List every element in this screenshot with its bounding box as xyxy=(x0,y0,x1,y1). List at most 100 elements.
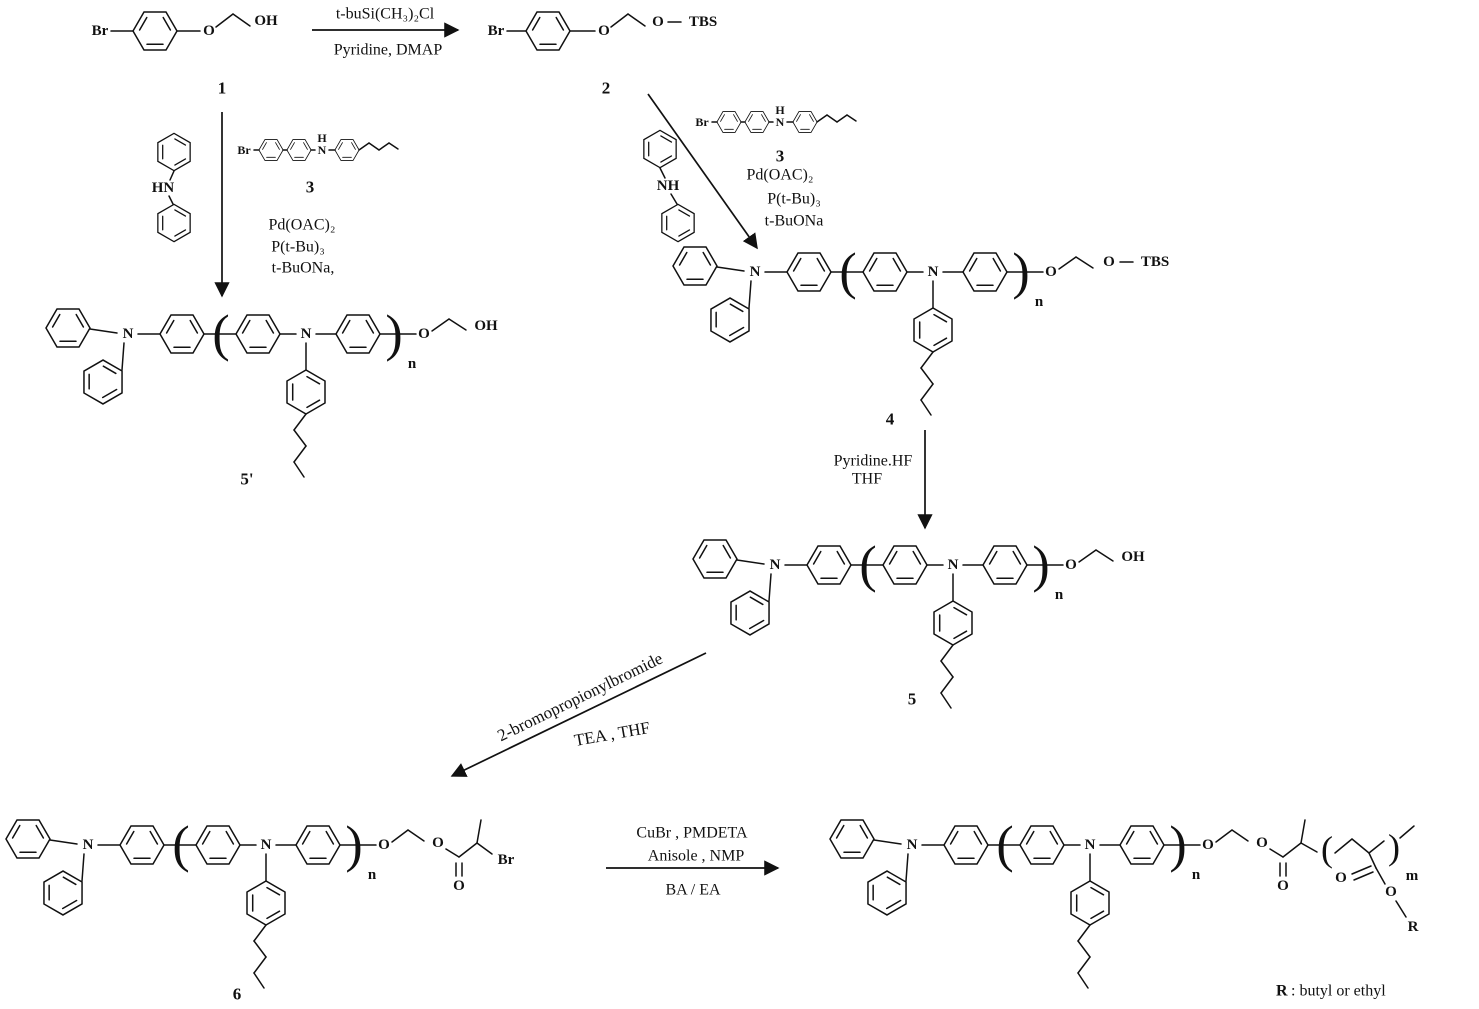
n1-label: N xyxy=(123,326,134,342)
silyl-o-label: O xyxy=(1103,254,1115,270)
atrp-monomer: BA / EA xyxy=(665,882,721,899)
open-paren: ( xyxy=(996,817,1013,874)
ester-o-label: O xyxy=(432,835,444,851)
repeat-m-subscript: m xyxy=(1406,868,1419,884)
close-paren: ) xyxy=(1012,244,1029,301)
compound-1-structure: Br O OH 1 xyxy=(92,11,278,98)
amination-left-conditions: Pd(OAC)₂ P(t-Bu)₃ t-BuONa, xyxy=(269,217,336,277)
close-paren: ) xyxy=(345,817,362,874)
ether-o-label: O xyxy=(203,23,215,39)
product-6-structure: N N ( ) n O O O Br 6 xyxy=(6,817,515,1004)
open-paren: ( xyxy=(212,306,229,363)
benzene-ring xyxy=(744,111,770,133)
tbs-label: TBS xyxy=(689,14,717,30)
ester-o-label: O xyxy=(1256,835,1268,851)
benzene-ring xyxy=(643,129,677,169)
compound-3-number: 3 xyxy=(306,178,315,197)
ether-o-label: O xyxy=(378,837,390,853)
compound-5-number: 5 xyxy=(908,690,917,709)
benzene-ring xyxy=(792,111,818,133)
n1-label: N xyxy=(750,264,761,280)
base-label: t-BuONa, xyxy=(272,260,335,277)
r-definition-text: : butyl or ethyl xyxy=(1291,983,1386,1000)
repeat-n-subscript: n xyxy=(1192,867,1201,883)
product-5-structure: N N ( ) n O OH 5 xyxy=(693,537,1145,709)
arrow-acylation: 2-bromopropionylbromide TEA , THF xyxy=(450,649,707,777)
compound-6-number: 6 xyxy=(233,985,242,1004)
pendant-ester-o-label: O xyxy=(1385,884,1397,900)
polymer-backbone xyxy=(693,540,1063,708)
repeat-n-subscript: n xyxy=(1035,294,1044,310)
h-label: H xyxy=(317,131,327,145)
n2-label: N xyxy=(948,557,959,573)
r-group-label: R xyxy=(1408,919,1419,935)
product-5prime-structure: N N ( ) n O OH 5' xyxy=(46,306,498,489)
benzene-ring xyxy=(716,111,742,133)
br-label: Br xyxy=(695,115,709,129)
nh-label: NH xyxy=(657,178,680,194)
hn-label: HN xyxy=(152,180,175,196)
open-paren: ( xyxy=(859,537,876,594)
close-paren: ) xyxy=(385,306,402,363)
polymer-backbone xyxy=(6,820,376,988)
h-label: H xyxy=(775,103,785,117)
compound-3-right-structure: Br N H 3 xyxy=(695,103,857,166)
pd-catalyst-label: Pd(OAC)₂ xyxy=(747,167,814,184)
n1-label: N xyxy=(83,837,94,853)
n1-label: N xyxy=(907,837,918,853)
br-label: Br xyxy=(237,143,251,157)
compound-3-number: 3 xyxy=(776,147,785,166)
benzene-ring xyxy=(286,139,312,161)
benzene-ring xyxy=(661,203,695,243)
open-paren: ( xyxy=(172,817,189,874)
diphenylamine-left: HN xyxy=(152,132,191,243)
deprotection-reagent: Pyridine.HF xyxy=(834,453,913,470)
n2-label: N xyxy=(301,326,312,342)
ether-o-label: O xyxy=(598,23,610,39)
r-symbol: R xyxy=(1276,983,1288,1000)
tbs-label: TBS xyxy=(1141,254,1169,270)
ether-o-label: O xyxy=(418,326,430,342)
atrp-solvent: Anisole , NMP xyxy=(648,848,745,865)
n-label: N xyxy=(318,143,327,157)
carbonyl-o-label: O xyxy=(1277,878,1289,894)
compound-3-left-structure: Br N H 3 xyxy=(237,131,399,197)
oh-label: OH xyxy=(254,13,278,29)
arrow-amination-right xyxy=(647,93,758,250)
br-label: Br xyxy=(488,23,505,39)
br-label: Br xyxy=(498,852,515,868)
repeat-n-subscript: n xyxy=(1055,587,1064,603)
open-paren: ( xyxy=(839,244,856,301)
n2-label: N xyxy=(1085,837,1096,853)
pd-catalyst-label: Pd(OAC)₂ xyxy=(269,217,336,234)
ether-o-label: O xyxy=(1065,557,1077,573)
benzene-ring xyxy=(132,11,178,51)
benzene-ring xyxy=(157,203,191,243)
compound-4-number: 4 xyxy=(886,410,895,429)
polymer-backbone xyxy=(830,820,1200,988)
repeat-n-subscript: n xyxy=(408,356,417,372)
n1-label: N xyxy=(770,557,781,573)
benzene-ring xyxy=(258,139,284,161)
benzene-ring xyxy=(157,132,191,172)
diphenylamine-right: NH xyxy=(643,129,695,243)
oh-label: OH xyxy=(474,318,498,334)
base-label: t-BuONa xyxy=(765,213,824,230)
compound-5prime-number: 5' xyxy=(240,470,253,489)
product-4-structure: N N ( ) n O O TBS 4 xyxy=(673,244,1169,429)
n2-label: N xyxy=(928,264,939,280)
silylation-conditions: Pyridine, DMAP xyxy=(334,42,443,59)
acylation-conditions: TEA , THF xyxy=(573,718,652,750)
compound-1-number: 1 xyxy=(218,79,227,98)
silyl-o-label: O xyxy=(652,14,664,30)
amination-right-conditions: Pd(OAC)₂ P(t-Bu)₃ t-BuONa xyxy=(747,167,824,230)
close-paren: ) xyxy=(1169,817,1186,874)
compound-2-structure: Br O O TBS 2 xyxy=(488,11,717,98)
oh-label: OH xyxy=(1121,549,1145,565)
ether-o-label: O xyxy=(1202,837,1214,853)
arrow-deprotection: Pyridine.HF THF xyxy=(834,430,933,530)
r-definition: R : butyl or ethyl xyxy=(1276,983,1386,1000)
compound-2-number: 2 xyxy=(602,79,611,98)
